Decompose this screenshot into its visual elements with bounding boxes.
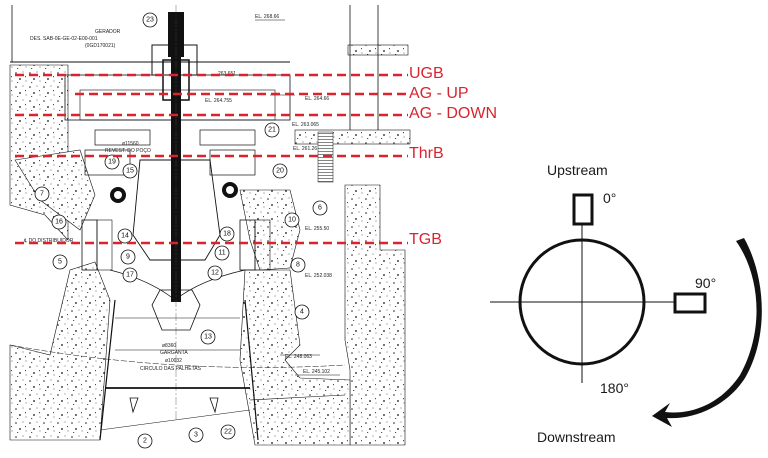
- angle-90-label: 90°: [695, 275, 717, 291]
- circulo-dim: ø10032: [165, 358, 182, 364]
- garganta-label: GARGANTA: [160, 350, 188, 356]
- elevation-label: EL. 264.755: [205, 98, 232, 104]
- elevation-label: EL. 245.102: [303, 369, 330, 375]
- callout-bubbles: [34, 12, 328, 449]
- revest-dim: ø11560: [122, 141, 139, 147]
- callout-9: 9: [126, 254, 130, 261]
- garganta-dim: ø8360: [162, 343, 176, 349]
- title-block-line3: (0GD170021): [85, 43, 116, 49]
- thrb-label: ThrB: [409, 145, 444, 162]
- sensor-plane-lines: [15, 73, 408, 245]
- callout-11: 11: [218, 250, 225, 257]
- callout-2: 2: [143, 438, 147, 445]
- circulo-label: CIRCULO DAS PALHETAS: [140, 366, 202, 372]
- elevation-label: EL. 264.66: [305, 96, 329, 102]
- callout-19: 19: [108, 159, 116, 166]
- callout-6: 6: [318, 205, 322, 212]
- ag-down-label: AG - DOWN: [409, 105, 497, 122]
- callout-7: 7: [40, 191, 44, 198]
- slab-mid-right: [294, 129, 411, 145]
- ag-up-label: AG - UP: [409, 85, 469, 102]
- angle-180-label: 180°: [600, 380, 629, 396]
- concrete-right-block: [344, 184, 406, 446]
- callout-8: 8: [296, 262, 300, 269]
- callout-23: 23: [146, 17, 154, 24]
- concrete-left-lower: [9, 261, 111, 441]
- callout-14: 14: [121, 233, 129, 240]
- orientation-diagram: [490, 193, 762, 427]
- callout-13: 13: [204, 334, 212, 341]
- callout-16: 16: [55, 219, 63, 226]
- title-block-line2: DES. SAB-0E-GE-02-E00-001: [30, 36, 98, 42]
- angle-0-label: 0°: [603, 190, 617, 206]
- callout-15: 15: [126, 168, 134, 175]
- callout-3: 3: [194, 432, 198, 439]
- distribuidor-label: ℄ DO DISTRIBUIDOR: [23, 238, 74, 244]
- concrete-right-lower: [239, 269, 351, 446]
- callout-18: 18: [223, 231, 231, 238]
- callout-4: 4: [300, 309, 304, 316]
- callout-17: 17: [126, 272, 134, 279]
- elevation-label: EL. 263.065: [292, 122, 319, 128]
- downstream-label: Downstream: [537, 429, 616, 445]
- callout-22: 22: [224, 429, 232, 436]
- elevation-label: EL. 248.063: [285, 354, 312, 360]
- tgb-label: TGB: [409, 231, 442, 248]
- callout-20: 20: [276, 168, 284, 175]
- sensor-90deg: [673, 292, 707, 314]
- title-block-line1: GERADOR: [95, 29, 121, 35]
- callout-21: 21: [268, 127, 276, 134]
- ugb-label: UGB: [409, 65, 444, 82]
- callout-12: 12: [211, 270, 219, 277]
- upstream-label: Upstream: [547, 162, 608, 178]
- elevation-label: EL. 252.038: [305, 273, 332, 279]
- callout-10: 10: [288, 217, 296, 224]
- revest-label: REVEST. DO POÇO: [105, 148, 151, 154]
- elevation-label: EL. 268.66: [255, 14, 279, 20]
- callout-5: 5: [58, 259, 62, 266]
- sensor-0deg: [572, 193, 594, 226]
- shaft-circle: [518, 238, 646, 366]
- clockwise-arrow-icon: [652, 238, 762, 427]
- elevation-label: EL. 255.50: [305, 226, 329, 232]
- elevation-label: EL. 261.26: [293, 146, 317, 152]
